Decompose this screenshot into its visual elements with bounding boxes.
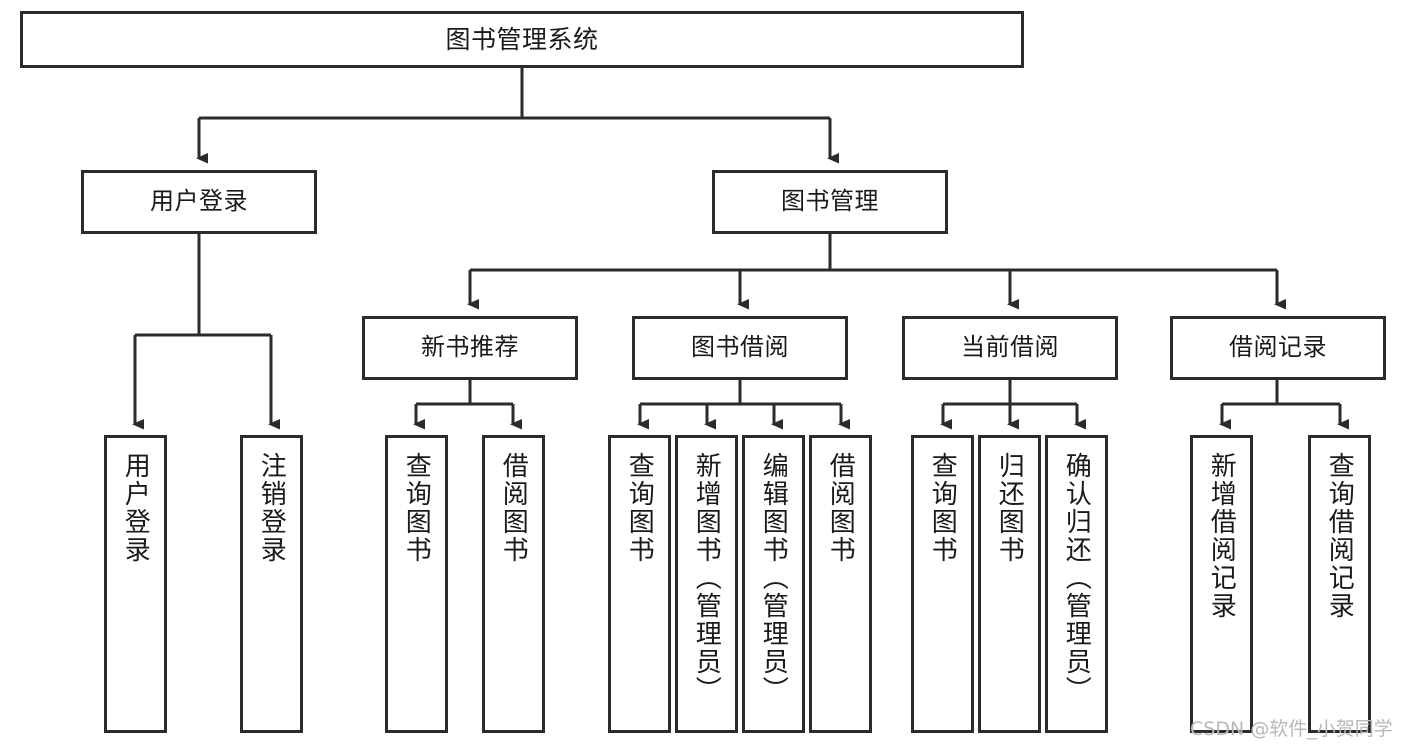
node-label: 图书管理 bbox=[781, 187, 879, 215]
node-root-system[interactable]: 图书管理系统 bbox=[20, 11, 1024, 68]
leaf-add-borrow-record[interactable]: 新增借阅记录 bbox=[1190, 435, 1253, 733]
leaf-return-book[interactable]: 归还图书 bbox=[978, 435, 1041, 733]
leaf-query-book-borrow[interactable]: 查询图书 bbox=[608, 435, 671, 733]
node-label: 新增借阅记录 bbox=[1207, 452, 1238, 620]
node-label: 当前借阅 bbox=[961, 333, 1059, 361]
node-label: 查询图书 bbox=[402, 452, 433, 564]
node-label: 图书借阅 bbox=[691, 333, 789, 361]
leaf-query-book-recommend[interactable]: 查询图书 bbox=[385, 435, 448, 733]
leaf-borrow-book-recommend[interactable]: 借阅图书 bbox=[482, 435, 545, 733]
leaf-borrow-book[interactable]: 借阅图书 bbox=[809, 435, 872, 733]
node-label: 新书推荐 bbox=[421, 333, 519, 361]
node-label: 借阅图书 bbox=[826, 452, 857, 564]
leaf-logout[interactable]: 注销登录 bbox=[240, 435, 303, 733]
leaf-confirm-return-admin[interactable]: 确认归还（管理员） bbox=[1045, 435, 1108, 733]
node-borrow-record[interactable]: 借阅记录 bbox=[1170, 316, 1386, 380]
node-book-borrow[interactable]: 图书借阅 bbox=[632, 316, 848, 380]
node-label: 借阅图书 bbox=[499, 452, 530, 564]
node-user-login[interactable]: 用户登录 bbox=[81, 170, 317, 234]
leaf-user-login[interactable]: 用户登录 bbox=[104, 435, 167, 733]
node-label: 确认归还（管理员） bbox=[1062, 452, 1093, 704]
leaf-query-borrow-record[interactable]: 查询借阅记录 bbox=[1308, 435, 1371, 733]
node-label: 用户登录 bbox=[150, 187, 248, 215]
node-label: 新增图书（管理员） bbox=[692, 452, 723, 704]
node-book-management[interactable]: 图书管理 bbox=[712, 170, 948, 234]
leaf-add-book-admin[interactable]: 新增图书（管理员） bbox=[675, 435, 738, 733]
node-label: 查询图书 bbox=[928, 452, 959, 564]
node-label: 查询图书 bbox=[625, 452, 656, 564]
leaf-query-book-current[interactable]: 查询图书 bbox=[911, 435, 974, 733]
node-label: 注销登录 bbox=[257, 452, 288, 564]
node-label: 编辑图书（管理员） bbox=[759, 452, 790, 704]
leaf-edit-book-admin[interactable]: 编辑图书（管理员） bbox=[742, 435, 805, 733]
csdn-watermark: CSDN @软件_小贺同学 bbox=[1190, 718, 1393, 740]
node-current-borrow[interactable]: 当前借阅 bbox=[902, 316, 1118, 380]
node-label: 归还图书 bbox=[995, 452, 1026, 564]
node-label: 查询借阅记录 bbox=[1325, 452, 1356, 620]
node-new-book-recommend[interactable]: 新书推荐 bbox=[362, 316, 578, 380]
node-label: 图书管理系统 bbox=[445, 25, 599, 54]
node-label: 用户登录 bbox=[121, 452, 152, 564]
node-label: 借阅记录 bbox=[1229, 333, 1327, 361]
